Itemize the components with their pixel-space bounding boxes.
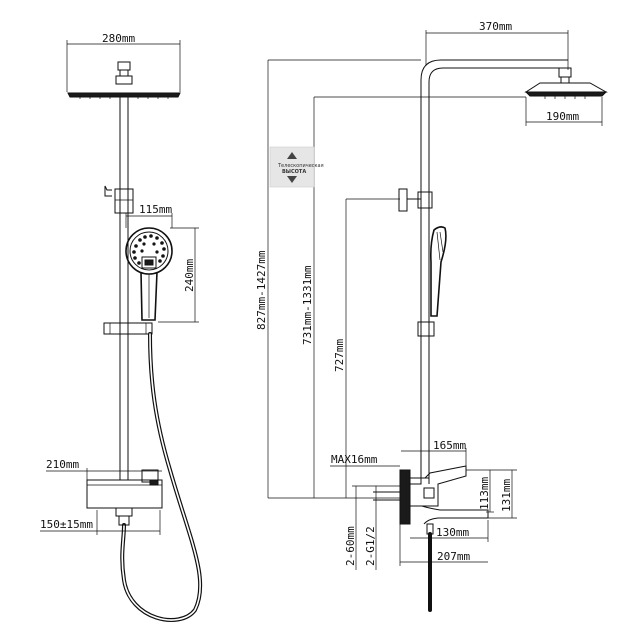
- dim-text-727: 727mm: [333, 339, 346, 372]
- dim-text-131: 131mm: [500, 479, 513, 512]
- dim-text-max16: MAX16mm: [331, 453, 378, 466]
- dim-max-wall: MAX16mm: [330, 453, 400, 467]
- dim-text-731-1331: 731mm-1331mm: [301, 265, 314, 345]
- dim-text-207: 207mm: [437, 550, 470, 563]
- dim-inlet-spacing: 150±15mm: [40, 510, 161, 535]
- dim-text-2-60: 2-60mm: [344, 526, 357, 566]
- dim-text-113: 113mm: [478, 477, 491, 510]
- dim-text-130: 130mm: [436, 526, 469, 539]
- up-down-arrows-icon: [287, 152, 297, 183]
- dim-text-280: 280mm: [102, 32, 135, 45]
- telescopic-height-badge: Телескопическая ВЫСОТА: [269, 146, 324, 188]
- front-view: 280mm: [40, 32, 203, 622]
- dim-inlet-fixing: 2-60mm 2-G1/2: [344, 485, 400, 570]
- side-view: 370mm 190mm: [255, 20, 608, 612]
- mixer-body-front: [86, 469, 163, 526]
- dim-mixer-heights: 113mm 131mm: [466, 469, 517, 519]
- slide-clamp-side: [417, 321, 435, 337]
- dim-handshower-width: 115mm: [125, 203, 172, 228]
- dim-text-190: 190mm: [546, 110, 579, 123]
- dim-spout-projection: 130mm: [410, 520, 489, 542]
- dim-text-370: 370mm: [479, 20, 512, 33]
- handshower-front: [125, 227, 173, 321]
- dim-mixer-width: 210mm: [46, 458, 162, 482]
- rain-shower-head-side: [524, 67, 608, 99]
- dim-head-width-front: 280mm: [66, 32, 181, 92]
- shower-arm-side: [420, 59, 568, 480]
- rain-shower-head-front: [67, 61, 181, 99]
- dim-text-240: 240mm: [183, 259, 196, 292]
- dim-head-width-side: 190mm: [525, 97, 603, 126]
- handshower-holder-front: [104, 185, 134, 214]
- dim-text-g12: 2-G1/2: [364, 526, 377, 566]
- slide-clamp-front: [103, 322, 153, 335]
- badge-label-height: ВЫСОТА: [282, 169, 306, 175]
- riser-pipe-front: [119, 97, 129, 480]
- handshower-side: [430, 226, 447, 317]
- dim-text-165: 165mm: [433, 439, 466, 452]
- dim-text-115: 115mm: [139, 203, 172, 216]
- badge-label-telescopic: Телескопическая: [277, 163, 324, 169]
- dim-text-210: 210mm: [46, 458, 79, 471]
- dim-text-827-1427: 827mm-1427mm: [255, 250, 268, 330]
- mixer-body-side: [373, 465, 489, 612]
- dim-handshower-length: 240mm: [158, 227, 199, 323]
- shower-hose-front: [120, 332, 203, 622]
- dim-arm-reach: 370mm: [425, 20, 569, 70]
- dim-mixer-depth: 207mm: [399, 524, 488, 566]
- handshower-holder-side: [398, 188, 433, 212]
- dim-text-150: 150±15mm: [40, 518, 93, 531]
- dim-spout-length: 165mm: [401, 439, 466, 466]
